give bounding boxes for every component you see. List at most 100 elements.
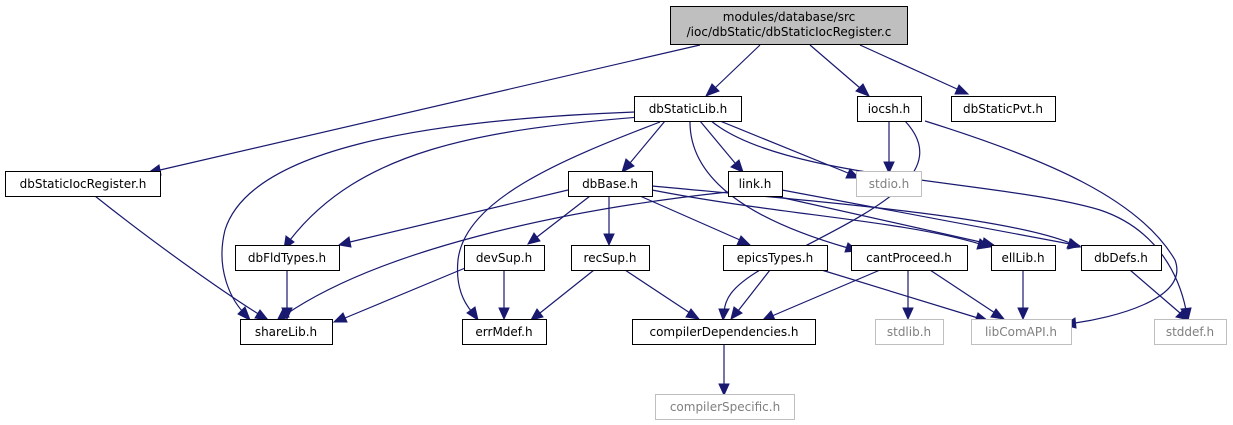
node-compilerspecific[interactable]: compilerSpecific.h: [655, 394, 795, 420]
node-dbdefs[interactable]: dbDefs.h: [1081, 245, 1162, 271]
edge-root-to-dbstaticiocregister: [159, 44, 701, 171]
node-dbstaticiocregister[interactable]: dbStaticIocRegister.h: [5, 171, 161, 197]
node-stddef[interactable]: stddef.h: [1154, 319, 1227, 345]
arrowhead: [281, 307, 293, 321]
edge-iocsh-to-compilerdependencies: [723, 120, 921, 313]
edge-dbstaticlib-to-dbbase: [629, 120, 666, 164]
node-libcomapi-label: libComAPI.h: [985, 325, 1057, 339]
node-iocsh-label: iocsh.h: [868, 102, 911, 116]
node-dbbase-label: dbBase.h: [582, 177, 638, 191]
arrowhead: [902, 307, 914, 321]
arrowhead: [685, 308, 701, 320]
edge-link-to-sharelib: [284, 191, 729, 316]
edge-dbstaticlib-to-stddef: [709, 119, 1187, 311]
arrowhead: [704, 83, 720, 97]
arrowhead: [603, 233, 615, 247]
node-dbfldtypes[interactable]: dbFldTypes.h: [235, 245, 340, 271]
arrowhead: [527, 232, 541, 245]
edge-recsup-to-errmdef: [539, 269, 595, 314]
arrowhead: [718, 308, 730, 322]
node-cantproceed-label: cantProceed.h: [866, 251, 952, 265]
arrowhead: [237, 306, 251, 322]
node-epicstypes-label: epicsTypes.h: [737, 251, 813, 265]
node-devsup-label: devSup.h: [476, 251, 532, 265]
edge-dbbase-to-dbfldtypes: [349, 189, 569, 243]
arrowhead: [855, 83, 871, 97]
node-dbstaticlib[interactable]: dbStaticLib.h: [634, 96, 742, 122]
edge-dbbase-to-dbdefs: [651, 185, 1071, 244]
node-root-line-2: /ioc/dbStatic/dbStaticIocRegister.c: [687, 25, 892, 39]
node-root-file[interactable]: modules/database/src /ioc/dbStatic/dbSta…: [670, 6, 908, 45]
arrowhead: [1067, 238, 1082, 250]
arrowhead: [990, 308, 1006, 320]
arrowhead: [954, 84, 970, 95]
arrowhead: [254, 309, 270, 321]
node-errmdef[interactable]: errMdef.h: [462, 319, 547, 345]
edge-dbstaticiocregister-to-sharelib: [94, 195, 261, 316]
arrowhead: [1175, 309, 1191, 321]
node-compilerspecific-label: compilerSpecific.h: [670, 400, 780, 414]
arrowhead: [736, 235, 752, 246]
edge-root-to-dbstaticpvt: [859, 44, 958, 90]
node-epicstypes[interactable]: epicsTypes.h: [723, 245, 828, 271]
arrowhead: [730, 159, 744, 173]
arrowhead: [466, 306, 479, 322]
arrowhead: [718, 383, 730, 397]
node-link-label: link.h: [739, 177, 772, 191]
node-link[interactable]: link.h: [728, 171, 783, 197]
node-dbstaticiocregister-label: dbStaticIocRegister.h: [20, 177, 147, 191]
node-dbstaticpvt-label: dbStaticPvt.h: [963, 102, 1043, 116]
edge-link-to-elllib: [774, 195, 986, 244]
arrowhead: [883, 161, 895, 175]
arrowhead: [845, 168, 861, 179]
edge-link-to-dbdefs: [781, 189, 1071, 245]
arrowhead: [730, 306, 743, 320]
node-recsup-label: recSup.h: [584, 251, 637, 265]
node-compilerdependencies[interactable]: compilerDependencies.h: [632, 319, 816, 345]
edge-cantproceed-to-libcomapi: [929, 269, 996, 314]
edge-dbstaticlib-to-sharelib: [221, 111, 636, 313]
node-devsup[interactable]: devSup.h: [464, 245, 545, 271]
nodes: modules/database/src /ioc/dbStatic/dbSta…: [5, 6, 1227, 420]
node-stdio-label: stdio.h: [869, 177, 909, 191]
node-sharelib[interactable]: shareLib.h: [240, 319, 333, 345]
node-elllib-label: ellLib.h: [1001, 251, 1044, 265]
edge-dbbase-to-epicstypes: [639, 195, 741, 241]
node-dbstaticpvt[interactable]: dbStaticPvt.h: [951, 96, 1056, 122]
arrowhead: [621, 158, 635, 173]
edge-devsup-to-sharelib: [344, 265, 471, 319]
edge-dbbase-to-elllib: [651, 189, 981, 245]
edge-root-to-iocsh: [809, 44, 861, 89]
node-stdlib-label: stdlib.h: [887, 325, 931, 339]
node-stdlib[interactable]: stdlib.h: [875, 319, 944, 345]
edge-iocsh-to-libcomapi: [924, 120, 1178, 324]
node-dbfldtypes-label: dbFldTypes.h: [248, 251, 326, 265]
edge-recsup-to-compilerdependencies: [624, 269, 691, 314]
arrowhead: [337, 236, 352, 248]
node-libcomapi[interactable]: libComAPI.h: [971, 319, 1072, 345]
node-iocsh[interactable]: iocsh.h: [857, 96, 922, 122]
node-cantproceed[interactable]: cantProceed.h: [851, 245, 968, 271]
edge-cantproceed-to-compilerdependencies: [771, 269, 881, 317]
node-compilerdependencies-label: compilerDependencies.h: [649, 325, 798, 339]
arrowhead: [530, 308, 544, 321]
node-stddef-label: stddef.h: [1166, 325, 1214, 339]
edge-epicstypes-to-libcomapi: [814, 267, 979, 319]
node-elllib[interactable]: ellLib.h: [991, 245, 1056, 271]
node-sharelib-label: shareLib.h: [255, 325, 317, 339]
edge-root-to-dbstaticlib: [714, 44, 761, 89]
node-dbstaticlib-label: dbStaticLib.h: [649, 102, 728, 116]
edge-epicstypes-to-compilerdependencies: [737, 269, 771, 312]
arrowhead: [332, 312, 348, 323]
node-root-line-1: modules/database/src: [723, 10, 855, 24]
node-stdio[interactable]: stdio.h: [856, 171, 922, 197]
node-dbbase[interactable]: dbBase.h: [568, 171, 653, 197]
edge-dbstaticlib-to-errmdef: [456, 121, 661, 313]
edge-dbdefs-to-stddef: [1129, 269, 1181, 314]
node-recsup[interactable]: recSup.h: [571, 245, 650, 271]
node-errmdef-label: errMdef.h: [475, 325, 532, 339]
arrowhead: [1017, 307, 1029, 321]
edge-dbstaticlib-to-dbfldtypes: [289, 116, 641, 241]
node-dbdefs-label: dbDefs.h: [1094, 251, 1148, 265]
